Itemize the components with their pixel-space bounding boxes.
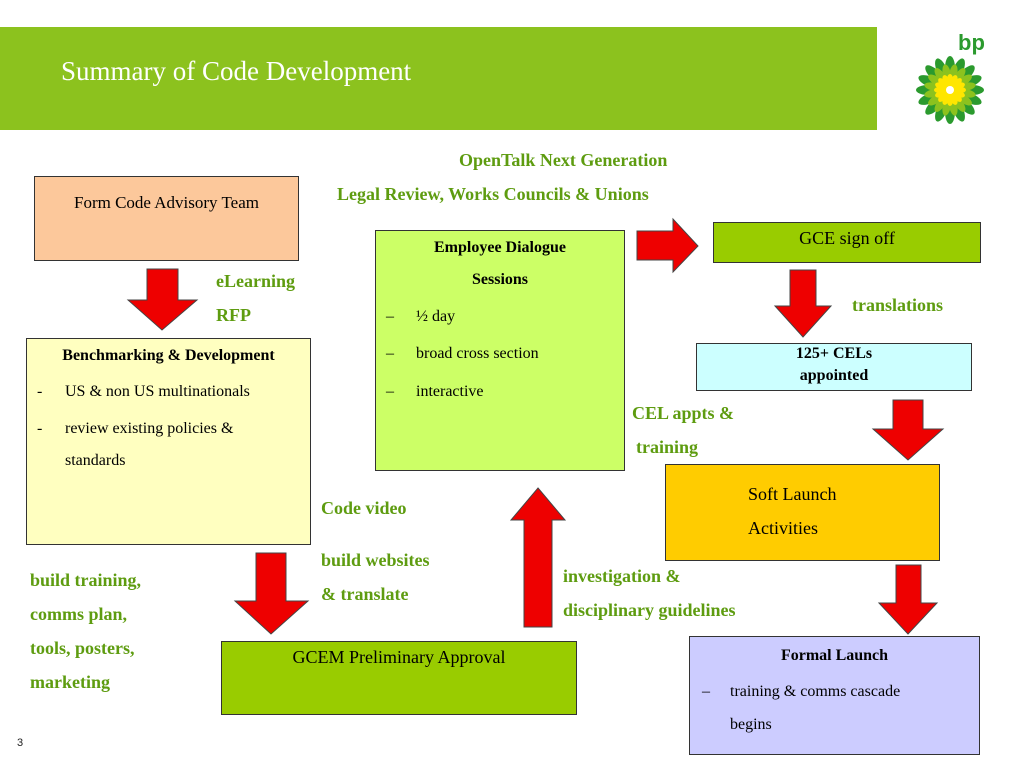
arrow-down	[877, 564, 939, 635]
label-rfp: RFP	[216, 305, 251, 325]
benchmarking-box: Benchmarking & Development - US & non US…	[26, 338, 311, 545]
label-comms-plan: comms plan,	[30, 604, 128, 624]
label-and-translate: & translate	[321, 584, 409, 604]
gce-signoff-title: GCE sign off	[799, 228, 895, 248]
employee-dialogue-title-line1: Employee Dialogue	[434, 239, 566, 256]
bp-logo-text: bp	[958, 30, 985, 55]
helios-icon: bp	[916, 30, 985, 124]
slide-title: Summary of Code Development	[61, 56, 412, 86]
arrow-right	[636, 217, 699, 274]
benchmarking-title: Benchmarking & Development	[62, 347, 275, 364]
label-opentalk: OpenTalk Next Generation	[459, 150, 668, 170]
arrow-down	[233, 552, 310, 635]
label-build-websites: build websites	[321, 550, 430, 570]
label-legal-review: Legal Review, Works Councils & Unions	[337, 184, 649, 204]
cels-line1: 125+ CELs	[795, 345, 873, 362]
soft-launch-box: Soft Launch Activities	[665, 464, 940, 561]
cels-line2: appointed	[799, 367, 869, 384]
formal-launch-box: Formal Launch – training & comms cascade…	[689, 636, 980, 755]
cels-appointed-box: 125+ CELs appointed	[696, 343, 972, 391]
dialogue-item: – interactive	[386, 383, 484, 400]
gcem-approval-box: GCEM Preliminary Approval	[221, 641, 577, 715]
arrow-down	[871, 399, 945, 461]
slide-number: 3	[17, 737, 24, 749]
benchmarking-item: - US & non US multinationals	[37, 383, 250, 400]
label-marketing: marketing	[30, 672, 110, 692]
form-code-advisory-team-box: Form Code Advisory Team	[34, 176, 299, 261]
benchmarking-item: - review existing policies & standards	[37, 420, 234, 469]
label-tools-posters: tools, posters,	[30, 638, 135, 658]
arrow-up	[509, 487, 567, 628]
dialogue-item: – broad cross section	[386, 345, 539, 362]
gce-signoff-box: GCE sign off	[713, 222, 981, 263]
formal-launch-item-cont: begins	[730, 716, 772, 733]
bp-logo: bp	[908, 28, 990, 132]
title-bar	[0, 27, 877, 130]
dialogue-item: – ½ day	[386, 308, 456, 325]
employee-dialogue-title-line2: Sessions	[471, 271, 529, 288]
soft-launch-line1: Soft Launch	[748, 484, 837, 504]
label-build-training: build training,	[30, 570, 142, 590]
formal-launch-title: Formal Launch	[780, 647, 889, 664]
label-cel-appts: CEL appts &	[632, 403, 735, 423]
gcem-approval-title: GCEM Preliminary Approval	[292, 647, 506, 667]
employee-dialogue-box: Employee Dialogue Sessions – ½ day – bro…	[375, 230, 625, 471]
label-investigation: investigation &	[563, 566, 681, 586]
soft-launch-line2: Activities	[748, 518, 818, 538]
arrow-down	[773, 269, 833, 338]
label-translations: translations	[852, 295, 944, 315]
arrow-down	[126, 268, 199, 331]
label-elearning: eLearning	[216, 271, 295, 291]
form-code-advisory-team-title: Form Code Advisory Team	[73, 193, 260, 212]
label-disciplinary: disciplinary guidelines	[563, 600, 736, 620]
label-code-video: Code video	[321, 498, 407, 518]
label-training: training	[636, 437, 699, 457]
